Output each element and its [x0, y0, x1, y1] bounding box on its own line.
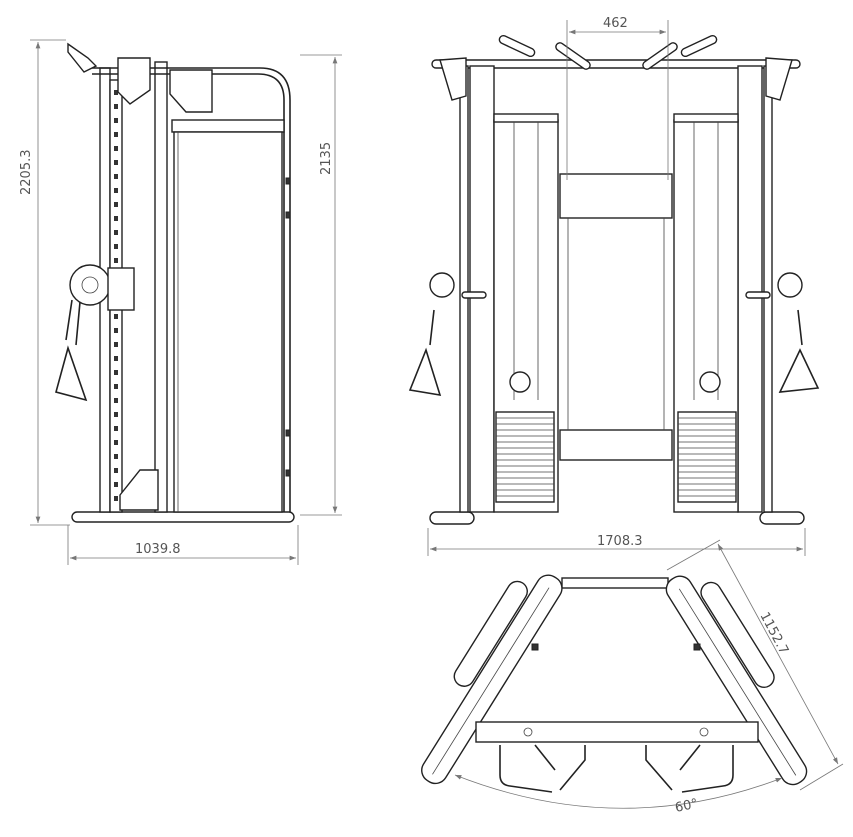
front-view: 462 1708.3 — [408, 16, 820, 556]
upper-connector — [559, 173, 673, 219]
crossbar — [171, 119, 285, 133]
rail-hole — [114, 230, 118, 235]
lower-pulley-bracket — [119, 469, 159, 511]
rear-connector — [561, 577, 669, 589]
frame-height-label: 2135 — [319, 142, 334, 175]
rail-hole — [114, 174, 118, 179]
rail-hole — [114, 216, 118, 221]
rail-hole — [114, 342, 118, 347]
rail-hole — [114, 314, 118, 319]
rail-hole — [114, 482, 118, 487]
angle-label: 60° — [674, 796, 700, 815]
width-label: 1708.3 — [597, 534, 643, 549]
rail-hole — [114, 440, 118, 445]
rail-hole — [114, 398, 118, 403]
floor-handles — [499, 744, 734, 793]
side-view: // holes drawn below 2205.3 2135 — [19, 39, 342, 565]
top-crossbar — [431, 59, 801, 69]
depth-label: 1039.8 — [135, 542, 181, 557]
rail-hole — [114, 146, 118, 151]
dimension-angle-arc — [454, 774, 783, 809]
rail-hole — [114, 412, 118, 417]
weight-shroud — [173, 131, 283, 513]
carriage — [107, 267, 135, 311]
rail-hole — [114, 118, 118, 123]
arm-length-label: 1152.7 — [756, 610, 791, 657]
rail-hole — [114, 258, 118, 263]
rail-hole — [114, 328, 118, 333]
frame-bolts — [285, 177, 291, 477]
upright-front — [154, 61, 168, 513]
rail-hole — [114, 384, 118, 389]
chin-up-handles — [498, 34, 718, 70]
lower-connector — [559, 429, 673, 461]
left-tower — [408, 57, 559, 525]
rail-hole — [114, 202, 118, 207]
rail-hole — [114, 454, 118, 459]
top-frame — [92, 67, 291, 512]
rail-hole — [114, 244, 118, 249]
left-arm — [421, 574, 563, 785]
cable — [65, 299, 81, 346]
rail-hole — [114, 90, 118, 95]
rail-hole — [114, 496, 118, 501]
top-view: 1152.7 60° — [421, 539, 844, 816]
carriage-pulley — [69, 264, 111, 306]
front-connector — [475, 721, 759, 743]
overall-height-label: 2205.3 — [19, 150, 34, 196]
rail-hole — [114, 188, 118, 193]
top-handle — [67, 42, 98, 73]
top-pulley-plate — [169, 69, 213, 113]
base-foot — [71, 511, 295, 523]
rail-hole — [114, 356, 118, 361]
handle-spacing-label: 462 — [603, 16, 628, 31]
knob-right — [693, 643, 701, 651]
rail-hole — [114, 426, 118, 431]
stirrup-handle — [55, 345, 88, 402]
rail-hole — [114, 370, 118, 375]
dimension-arm-length — [717, 543, 839, 765]
rail-hole — [114, 132, 118, 137]
weight-stack-right — [677, 411, 737, 503]
rail-hole — [114, 468, 118, 473]
weight-stack-left — [495, 411, 555, 503]
top-pulley-bracket — [117, 57, 151, 105]
knob-left — [531, 643, 539, 651]
right-tower — [673, 57, 820, 525]
rail-hole — [114, 160, 118, 165]
rail-hole — [114, 104, 118, 109]
